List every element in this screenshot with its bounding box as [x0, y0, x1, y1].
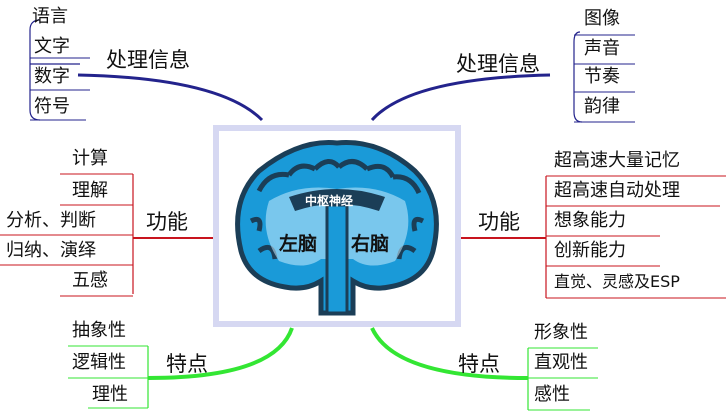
- bottom-right-item-visual: 形象性: [534, 322, 588, 343]
- mid-left-item-analyze: 分析、判断: [6, 210, 96, 231]
- bottom-left-item-rational: 理性: [92, 384, 128, 405]
- bottom-right-branch-title: 特点: [458, 352, 500, 376]
- left-brain-label: 左脑: [279, 233, 318, 255]
- mid-right-item-creativity: 创新能力: [554, 240, 626, 261]
- mid-right-item-imagination: 想象能力: [554, 210, 626, 231]
- bottom-left-item-abstract: 抽象性: [72, 320, 126, 341]
- mid-left-item-induce: 归纳、演绎: [6, 240, 96, 261]
- bottom-right-item-intuitive: 直观性: [534, 352, 588, 373]
- top-right-item-rhythm: 节奏: [584, 66, 620, 87]
- brain-image-frame: 中枢神经 左脑 右脑: [213, 125, 461, 327]
- top-right-item-image: 图像: [584, 8, 620, 29]
- brain-illustration: [219, 131, 455, 321]
- bottom-left-branch-title: 特点: [166, 352, 208, 376]
- top-left-item-text: 文字: [34, 36, 70, 57]
- bottom-left-item-logical: 逻辑性: [72, 352, 126, 373]
- top-right-item-sound: 声音: [584, 38, 620, 59]
- mid-left-item-understand: 理解: [72, 180, 108, 201]
- mid-left-item-senses: 五感: [72, 270, 108, 291]
- middle-label: 中枢神经: [305, 194, 354, 208]
- bottom-right-item-perceptual: 感性: [534, 384, 570, 405]
- mid-right-item-intuition: 直觉、灵感及ESP: [554, 272, 680, 291]
- top-left-item-language: 语言: [32, 6, 68, 27]
- mid-right-branch-title: 功能: [478, 210, 520, 234]
- mid-left-branch-title: 功能: [146, 210, 188, 234]
- top-left-item-number: 数字: [34, 66, 70, 87]
- mid-right-item-processing: 超高速自动处理: [554, 180, 680, 201]
- right-brain-label: 右脑: [351, 233, 390, 255]
- mid-left-item-calculate: 计算: [72, 148, 108, 169]
- top-left-item-symbol: 符号: [34, 96, 70, 117]
- top-right-item-cadence: 韵律: [584, 96, 620, 117]
- top-right-branch-title: 处理信息: [456, 52, 540, 76]
- mid-right-item-memory: 超高速大量记忆: [554, 150, 680, 171]
- top-left-branch-title: 处理信息: [106, 48, 190, 72]
